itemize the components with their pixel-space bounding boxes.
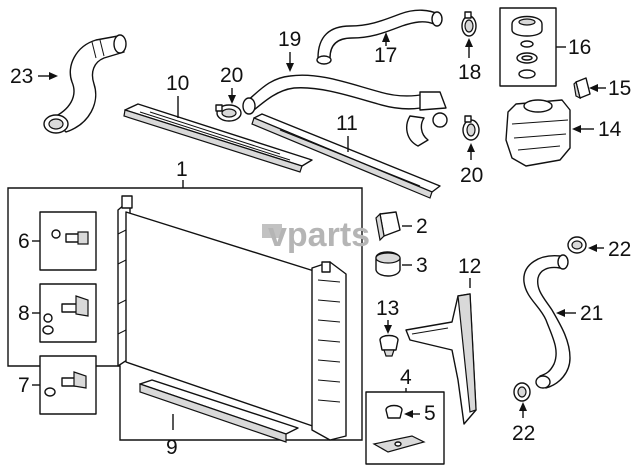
callout-3: 3 [402,254,428,277]
callout-22-upper: 22 [588,238,631,261]
callout-20-upper: 20 [220,64,243,104]
hose-clamp-upper[interactable] [215,104,242,122]
svg-text:19: 19 [278,28,301,51]
svg-text:7: 7 [18,374,30,397]
svg-text:5: 5 [424,402,436,425]
callout-14: 14 [572,118,622,141]
svg-text:14: 14 [598,118,622,141]
callout-19: 19 [278,28,301,72]
bracket-kit-box[interactable] [365,391,445,465]
drain-plug-kit[interactable] [39,211,97,271]
hose-clamp-22-lower[interactable] [513,382,531,402]
svg-text:20: 20 [460,164,483,187]
svg-text:4: 4 [400,366,412,389]
svg-text:6: 6 [18,230,30,253]
svg-text:22: 22 [608,238,631,261]
callout-21: 21 [556,302,603,325]
callout-6: 6 [18,230,40,253]
coolant-level-sensor[interactable] [573,77,591,100]
callout-23: 23 [10,65,58,88]
svg-text:13: 13 [376,297,399,320]
radiator-group-box [7,187,363,441]
svg-text:11: 11 [336,112,358,135]
callout-4: 4 [400,366,412,392]
radiator-bracket[interactable] [375,211,401,242]
coolant-surge-tank[interactable] [505,99,571,167]
svg-text:21: 21 [580,302,603,325]
svg-text:23: 23 [10,65,33,88]
push-pin-retainer[interactable] [379,334,399,357]
callout-9: 9 [166,414,178,459]
hose-clamp-22-upper[interactable] [567,236,587,254]
upper-radiator-hose[interactable] [242,74,448,147]
svg-text:8: 8 [18,302,30,325]
lower-air-baffle[interactable] [251,113,441,199]
surge-tank-inlet-hose[interactable] [316,9,443,65]
callout-8: 8 [18,302,40,325]
callout-18: 18 [458,38,481,84]
side-air-baffle[interactable] [405,293,477,425]
callout-13: 13 [376,297,399,334]
svg-text:20: 20 [220,64,243,87]
radiator[interactable] [117,195,347,441]
callout-22-lower: 22 [512,402,535,445]
callout-12: 12 [458,255,481,288]
callout-15: 15 [589,77,631,100]
svg-text:3: 3 [416,254,428,277]
radiator-insulator[interactable] [375,251,401,277]
callout-16: 16 [556,36,591,59]
svg-text:17: 17 [374,44,397,67]
svg-text:12: 12 [458,255,481,278]
surge-tank-cap-kit[interactable] [499,7,557,87]
transmission-fitting-kit[interactable] [39,355,97,415]
lower-radiator-hose[interactable] [43,34,127,134]
svg-text:9: 9 [166,436,178,459]
upper-air-baffle[interactable] [123,103,313,173]
svg-text:10: 10 [166,72,189,95]
svg-text:1: 1 [176,158,188,181]
callout-7: 7 [18,374,40,397]
callout-5: 5 [404,402,436,425]
hose-clamp-18[interactable] [461,11,477,37]
heater-hose[interactable] [523,254,571,389]
svg-text:15: 15 [608,77,631,100]
lower-radiator-baffle[interactable] [139,379,299,443]
vparts-watermark: vparts [262,216,370,254]
callout-17: 17 [374,32,397,67]
callout-10: 10 [166,72,189,118]
svg-text:22: 22 [512,422,535,445]
callout-11: 11 [336,112,358,152]
svg-text:2: 2 [416,215,428,238]
bleeder-valve-kit[interactable] [39,283,97,343]
callout-20-right: 20 [460,143,483,187]
callout-1: 1 [176,158,188,188]
svg-text:vparts: vparts [268,216,370,254]
hose-clamp-right[interactable] [462,115,480,141]
svg-text:16: 16 [568,36,591,59]
svg-text:18: 18 [458,61,481,84]
callout-2: 2 [402,215,428,238]
